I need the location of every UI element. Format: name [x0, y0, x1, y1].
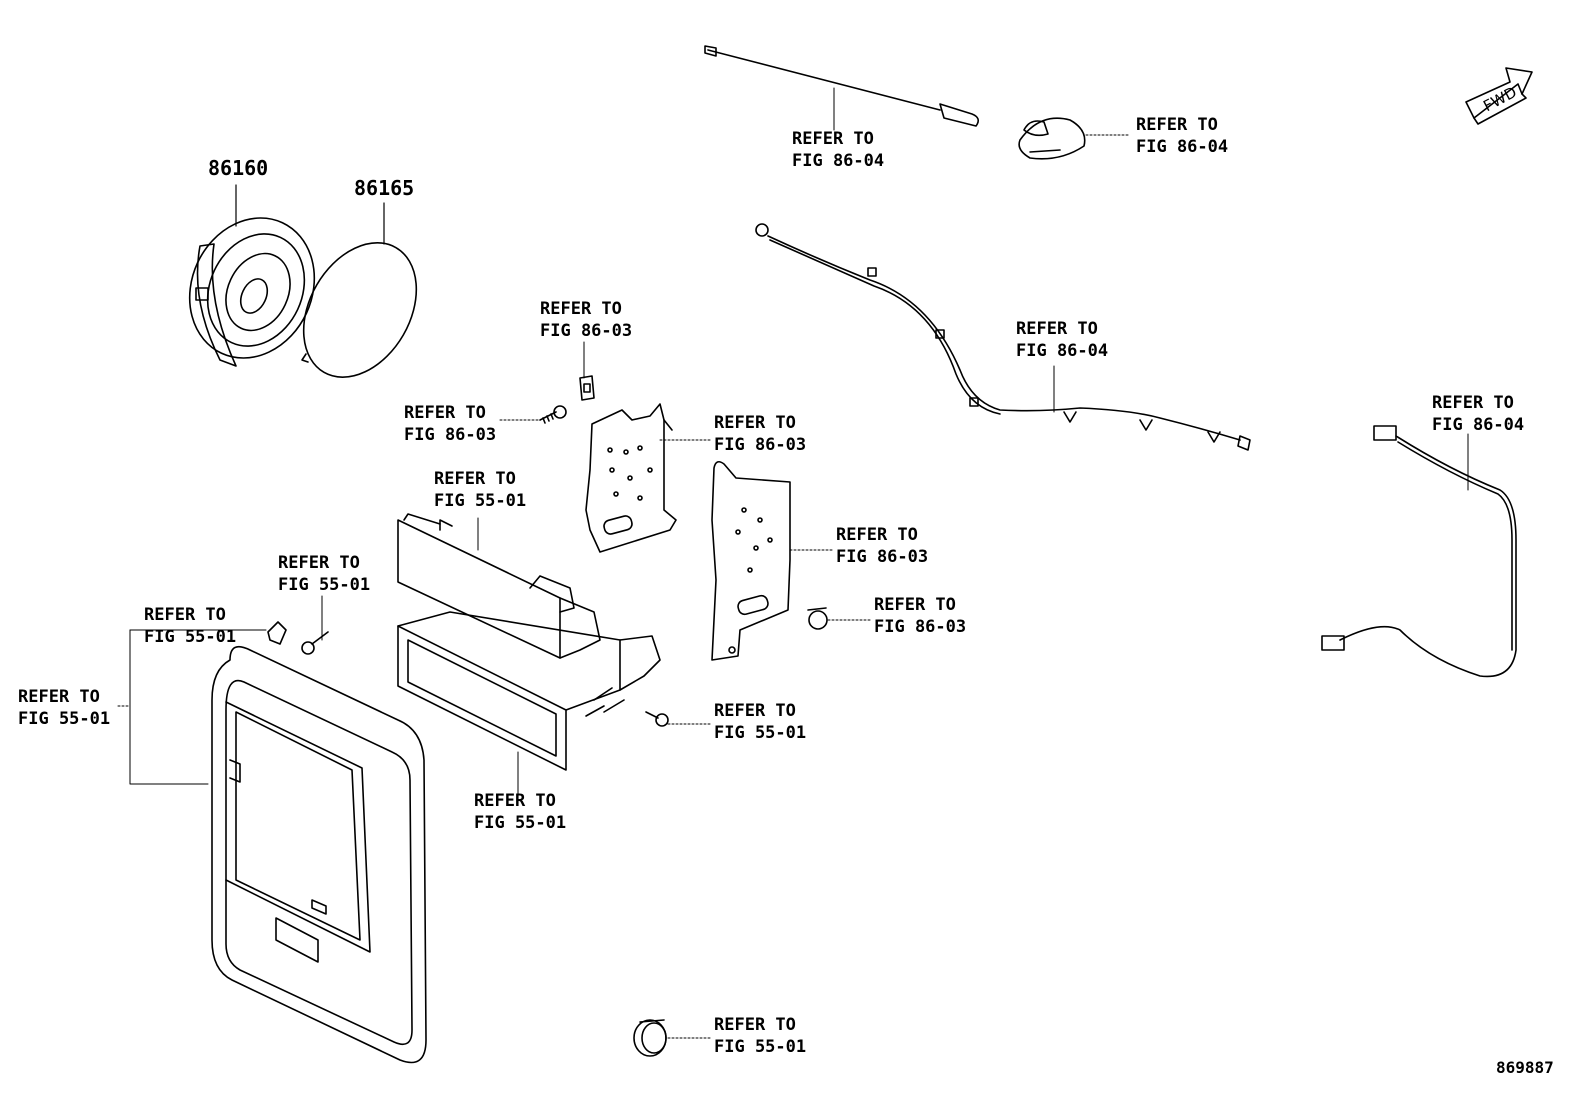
usb-cable-part[interactable] [1321, 425, 1517, 678]
ref-line2: FIG 55-01 [278, 575, 371, 595]
ref-line1: REFER TO [714, 1015, 796, 1035]
ref-line1: REFER TO [714, 701, 796, 721]
antenna-base-part[interactable] [1018, 117, 1086, 160]
ref-line2: FIG 86-03 [404, 425, 497, 445]
part-number-speaker[interactable]: 86160 [208, 156, 269, 180]
bezel-part[interactable] [211, 645, 427, 1064]
clip-top-part[interactable] [579, 375, 595, 401]
ref-line1: REFER TO [474, 791, 556, 811]
ref-line2: FIG 86-03 [836, 547, 929, 567]
ref-line2: FIG 86-04 [792, 151, 885, 171]
ref-line1: REFER TO [1136, 115, 1218, 135]
ref-line1: REFER TO [1432, 393, 1514, 413]
antenna-rod-part[interactable] [704, 45, 980, 127]
ref-line2: FIG 55-01 [714, 1037, 807, 1057]
screw-right-part[interactable] [645, 711, 669, 727]
faceplate-part[interactable] [397, 513, 601, 659]
leader-bezel [129, 629, 209, 785]
ref-line1: REFER TO [540, 299, 622, 319]
ref-line1: REFER TO [1016, 319, 1098, 339]
ref-line2: FIG 86-04 [1136, 137, 1229, 157]
bracket-right-part[interactable] [711, 460, 791, 661]
bracket-left-part[interactable] [585, 403, 677, 553]
screw-top-part[interactable] [539, 405, 567, 424]
ref-line1: REFER TO [714, 413, 796, 433]
ref-line2: FIG 86-03 [874, 617, 967, 637]
ref-line1: REFER TO [836, 525, 918, 545]
button-part[interactable] [633, 1019, 667, 1057]
ref-line2: FIG 55-01 [144, 627, 237, 647]
ref-line2: FIG 86-04 [1016, 341, 1109, 361]
ref-line1: REFER TO [18, 687, 100, 707]
speaker-cover-part[interactable] [281, 223, 440, 398]
speaker-part[interactable] [167, 197, 337, 378]
diagram-code: 869887 [1496, 1058, 1554, 1077]
ref-line1: REFER TO [434, 469, 516, 489]
ref-line2: FIG 86-03 [714, 435, 807, 455]
ref-line2: FIG 55-01 [474, 813, 567, 833]
antenna-cable-part[interactable] [755, 223, 1251, 451]
ref-line1: REFER TO [144, 605, 226, 625]
ref-line2: FIG 55-01 [18, 709, 111, 729]
ref-line2: FIG 86-04 [1432, 415, 1525, 435]
ref-line2: FIG 86-03 [540, 321, 633, 341]
grommet-part[interactable] [807, 607, 828, 630]
clip-left-part[interactable] [267, 621, 287, 645]
ref-line2: FIG 55-01 [714, 723, 807, 743]
ref-line1: REFER TO [874, 595, 956, 615]
ref-line2: FIG 55-01 [434, 491, 527, 511]
part-number-speaker-cover[interactable]: 86165 [354, 176, 415, 200]
screw-mid-part[interactable] [301, 631, 329, 655]
ref-line1: REFER TO [792, 129, 874, 149]
fwd-arrow-icon [1465, 67, 1533, 125]
ref-line1: REFER TO [404, 403, 486, 423]
head-unit-part[interactable] [397, 611, 661, 771]
ref-line1: REFER TO [278, 553, 360, 573]
